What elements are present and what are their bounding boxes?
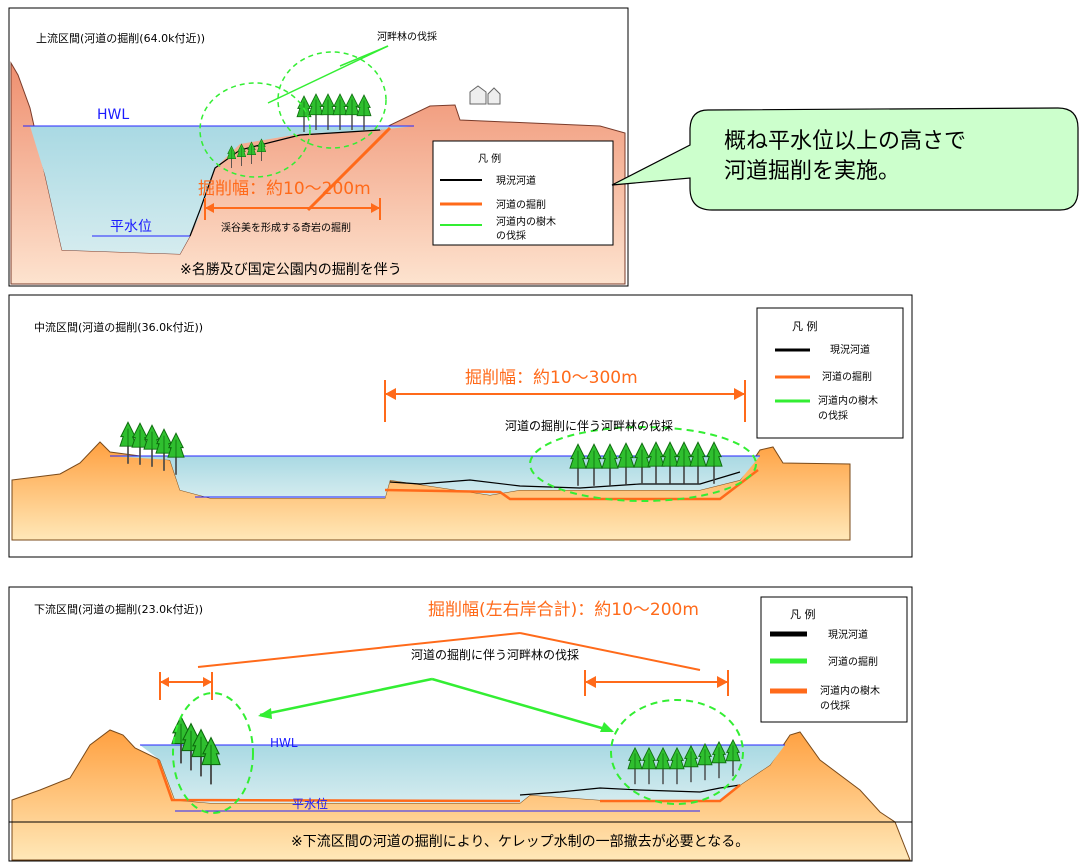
normal-water-label: 平水位 bbox=[110, 219, 152, 235]
trees-label: 河道の掘削に伴う河畔林の伐採 bbox=[411, 647, 579, 662]
upstream-panel: 上流区間(河道の掘削(64.0k付近)) 河畔林の伐採 HWL 平水位 掘削幅：… bbox=[8, 7, 629, 287]
legend-item: の伐採 bbox=[820, 699, 850, 712]
water-body bbox=[140, 745, 785, 803]
callout-bubble: 概ね平水位以上の高さで 河道掘削を実施。 bbox=[611, 107, 1079, 211]
tree-circle-right bbox=[277, 51, 387, 149]
normal-water-label: 平水位 bbox=[292, 796, 328, 811]
excavation-line bbox=[306, 126, 392, 212]
legend-item: 河道内の樹木 bbox=[820, 684, 880, 697]
legend-item: 河道の掘削 bbox=[496, 198, 546, 211]
water-body bbox=[23, 126, 414, 254]
downstream-panel: 下流区間(河道の掘削(23.0k付近)) 掘削幅(左右岸合計)：約10～200m… bbox=[8, 586, 913, 862]
legend-item: 河道の掘削 bbox=[822, 370, 872, 383]
hwl-label: HWL bbox=[97, 107, 129, 123]
note: ※下流区間の河道の掘削により、ケレップ水制の一部撤去が必要となる。 bbox=[291, 834, 749, 850]
legend-item: の伐採 bbox=[818, 409, 848, 422]
tree-circle-right bbox=[610, 699, 744, 805]
legend-title: 凡 例 bbox=[478, 152, 501, 165]
legend-item: 河道内の樹木 bbox=[496, 215, 556, 228]
hwl-label: HWL bbox=[270, 736, 298, 750]
panel-title: 下流区間(河道の掘削(23.0k付近)) bbox=[34, 602, 203, 616]
pointer-line bbox=[267, 45, 389, 104]
legend-item: 河道の掘削 bbox=[828, 655, 878, 668]
legend-item: 現況河道 bbox=[828, 628, 868, 641]
midstream-panel: 中流区間(河道の掘削(36.0k付近)) 掘削幅：約10～300m 河道の掘削に… bbox=[8, 294, 913, 558]
width-label: 掘削幅(左右岸合計)：約10～200m bbox=[428, 600, 699, 620]
panel-title: 上流区間(河道の掘削(64.0k付近)) bbox=[36, 31, 205, 45]
legend-title: 凡 例 bbox=[790, 607, 816, 621]
rock-label: 渓谷美を形成する奇岩の掘削 bbox=[221, 221, 351, 234]
excavation-line bbox=[384, 469, 759, 501]
pointer-line bbox=[339, 45, 389, 67]
tree-circle bbox=[529, 426, 757, 502]
width-label: 掘削幅：約10～200m bbox=[198, 179, 371, 199]
note: ※名勝及び国定公園内の掘削を伴う bbox=[180, 262, 402, 278]
callout-line2: 河道掘削を実施。 bbox=[724, 159, 900, 184]
legend-item: の伐採 bbox=[496, 229, 526, 242]
callout-line1: 概ね平水位以上の高さで bbox=[724, 129, 966, 154]
existing-channel-line bbox=[189, 129, 381, 237]
legend-item: 河道内の樹木 bbox=[818, 394, 878, 407]
tree-pointer-arrow bbox=[259, 677, 433, 717]
existing-channel-line bbox=[519, 784, 741, 796]
house-icon bbox=[469, 85, 501, 105]
existing-channel-line bbox=[389, 471, 741, 489]
trees-label: 河道の掘削に伴う河畔林の伐採 bbox=[505, 418, 673, 433]
legend: 凡 例 現況河道 河道の掘削 河道内の樹木 の伐採 bbox=[756, 307, 904, 439]
trees-label: 河畔林の伐採 bbox=[377, 30, 437, 43]
legend: 凡 例 現況河道 河道の掘削 河道内の樹木 の伐採 bbox=[760, 596, 908, 723]
width-label: 掘削幅：約10～300m bbox=[465, 368, 638, 388]
note-frame bbox=[8, 821, 913, 862]
legend-item: 現況河道 bbox=[496, 174, 536, 187]
excavation-line bbox=[156, 759, 741, 803]
width-line bbox=[197, 632, 521, 668]
legend: 凡 例 現況河道 河道の掘削 河道内の樹木 の伐採 bbox=[432, 140, 614, 246]
tree-circle-left bbox=[199, 82, 311, 178]
tree-circle-left bbox=[172, 692, 254, 814]
legend-title: 凡 例 bbox=[792, 319, 818, 333]
legend-item: 現況河道 bbox=[830, 343, 870, 356]
panel-title: 中流区間(河道の掘削(36.0k付近)) bbox=[34, 320, 203, 334]
